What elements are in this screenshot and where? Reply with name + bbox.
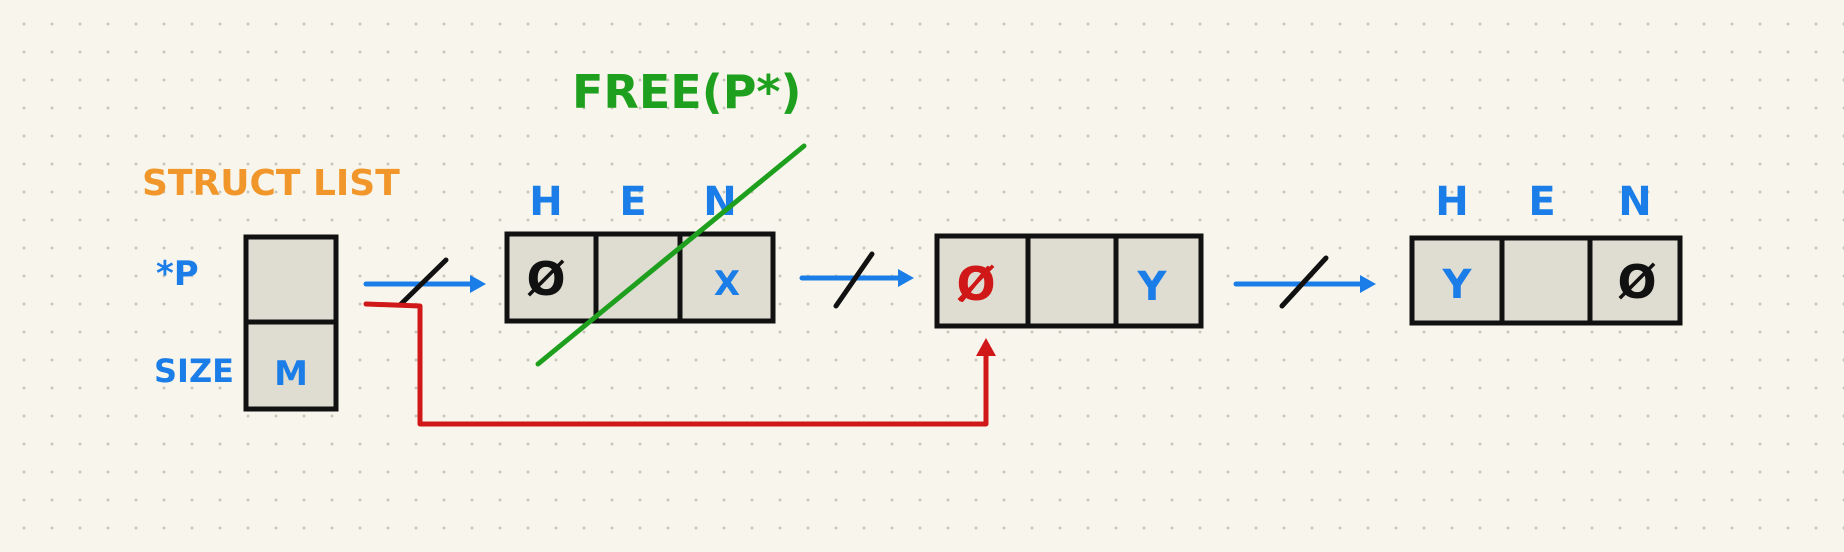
node-1-header-h: H [529,179,562,225]
node-3-header-n: N [1618,179,1651,225]
size-field-label: SIZE [154,352,234,390]
node-2-cell-next: Y [1137,264,1168,310]
free-call-label: FREE(P*) [572,65,802,119]
arrow-slash [833,251,875,309]
red-arrow-head [976,338,996,356]
arrow-node1-to-node2 [799,251,914,309]
node-1-freed-strike [535,143,807,367]
arrow-slash [1279,255,1329,309]
node-3-cell-next: Ø [1617,255,1656,309]
arrow-slash [397,257,449,308]
node-3-outline [1409,235,1683,326]
size-value: M [274,354,308,394]
struct-list-label: STRUCT LIST [142,163,400,204]
arrow-struct-to-node1 [363,257,486,308]
red-arrow-line [363,301,989,427]
arrow-head [898,269,914,287]
arrow-node2-to-node3 [1233,255,1376,309]
node-1-header-e: E [619,179,646,225]
arrow-head [1360,275,1376,293]
node-1-header-n: N [703,179,736,225]
arrow-head [470,275,486,293]
node-3-header-h: H [1435,179,1468,225]
node-1-cell-prev: Ø [526,252,565,306]
node-2: Ø Y [934,233,1204,329]
ptr-field-label: *P [156,254,199,294]
struct-box: M [243,234,339,412]
node-1-cell-next: X [714,264,740,304]
node-3-header-e: E [1528,179,1555,225]
node-2-outline [934,233,1204,329]
node-3-cell-prev: Y [1442,262,1473,308]
node-1: H E N Ø X [504,179,776,324]
red-relink-arrow [363,301,996,427]
node-3: H E N Y Ø [1409,179,1683,326]
node-2-prev-strike [960,266,990,302]
